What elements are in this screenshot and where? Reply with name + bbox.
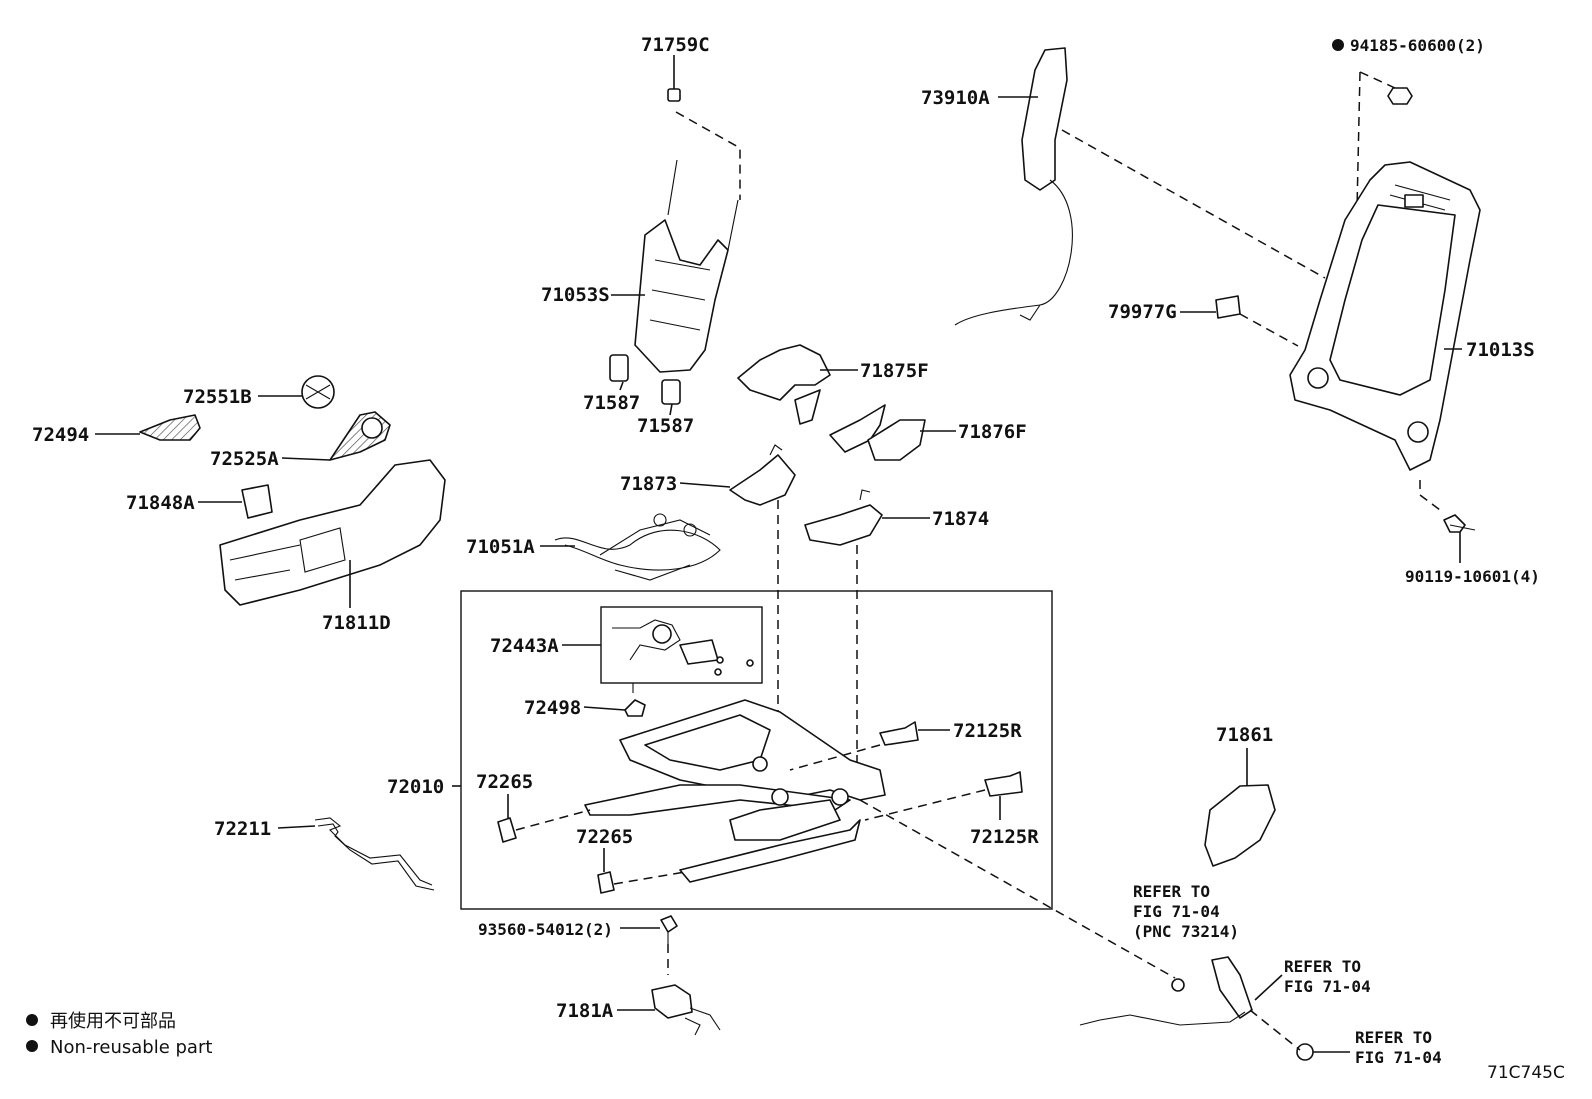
label-72265-lower: 72265 <box>576 826 633 848</box>
part-71051A-wire-frame <box>554 513 721 581</box>
part-71848A-clip <box>241 484 273 519</box>
label-71759C: 71759C <box>641 34 710 56</box>
label-71053S: 71053S <box>541 284 610 306</box>
label-72525A: 72525A <box>210 448 279 470</box>
legend-non-reusable-jp: 再使用不可部品 <box>50 1011 176 1032</box>
part-71759C-clip <box>667 88 681 102</box>
label-72125R-upper: 72125R <box>953 720 1022 742</box>
legend-non-reusable-en: Non-reusable part <box>50 1037 212 1058</box>
part-72265-cover-upper <box>497 817 517 843</box>
part-72010-adjuster-frame <box>584 699 886 883</box>
part-94185-nut <box>1387 87 1413 105</box>
part-71876F-bracket <box>829 404 926 461</box>
part-72211-rod <box>314 817 435 891</box>
part-71861-cover <box>1204 784 1276 867</box>
label-71873: 71873 <box>620 473 677 495</box>
part-72125R-cover-upper <box>879 721 919 746</box>
label-72125R-lower: 72125R <box>970 826 1039 848</box>
label-7181A: 7181A <box>556 1000 614 1022</box>
refer-3-line1: REFER TO <box>1355 1028 1432 1047</box>
label-72551B: 72551B <box>183 386 252 408</box>
label-71848A: 71848A <box>126 492 195 514</box>
label-90119-10601: 90119-10601(4) <box>1405 567 1540 586</box>
part-72551B-cap <box>301 375 335 409</box>
part-79977G-label <box>1215 295 1241 319</box>
label-72265-upper: 72265 <box>476 771 533 793</box>
label-72494: 72494 <box>32 424 89 446</box>
part-72525A-lever <box>329 411 391 461</box>
part-72125R-cover-lower <box>984 771 1023 797</box>
part-72498-cover <box>624 699 646 717</box>
part-73910A-airbag <box>954 47 1073 326</box>
label-71587-a: 71587 <box>583 392 640 414</box>
part-71873-bracket <box>729 444 796 506</box>
part-72494-knob <box>139 414 201 441</box>
label-72010: 72010 <box>387 776 444 798</box>
refer-1-line2: FIG 71-04 <box>1133 902 1220 921</box>
part-7181A-switch <box>651 984 721 1036</box>
label-93560-54012: 93560-54012(2) <box>478 920 613 939</box>
legend-bullet-icon-2 <box>26 1040 38 1052</box>
label-71811D: 71811D <box>322 612 391 634</box>
part-72443A-motor <box>612 619 754 676</box>
part-71875F-bracket <box>737 344 831 425</box>
label-72211: 72211 <box>214 818 271 840</box>
label-71013S: 71013S <box>1466 339 1535 361</box>
part-seat-belt-buckle <box>1079 956 1314 1061</box>
label-73910A: 73910A <box>921 87 990 109</box>
part-71053S-plate <box>609 159 739 405</box>
refer-1-line3: (PNC 73214) <box>1133 922 1239 941</box>
part-72265-cover-lower <box>597 871 615 894</box>
label-79977G: 79977G <box>1108 301 1177 323</box>
refer-2-line2: FIG 71-04 <box>1284 977 1371 996</box>
refer-1-line1: REFER TO <box>1133 882 1210 901</box>
refer-2-line1: REFER TO <box>1284 957 1361 976</box>
assembly-box-72010 <box>460 590 1053 910</box>
part-90119-bolt <box>1443 514 1476 533</box>
label-71874: 71874 <box>932 508 989 530</box>
legend-bullet-icon-1 <box>26 1014 38 1026</box>
part-71013S-frame <box>1289 161 1481 471</box>
part-71874-bracket <box>804 489 883 546</box>
label-71051A: 71051A <box>466 536 535 558</box>
refer-3-line2: FIG 71-04 <box>1355 1048 1442 1067</box>
label-71861: 71861 <box>1216 724 1273 746</box>
label-71876F: 71876F <box>958 421 1027 443</box>
part-71811D-shield <box>219 459 446 606</box>
label-72498: 72498 <box>524 697 581 719</box>
label-71587-b: 71587 <box>637 415 694 437</box>
label-94185-60600: 94185-60600(2) <box>1350 36 1485 55</box>
label-72443A: 72443A <box>490 635 559 657</box>
non-reusable-bullet-icon <box>1332 39 1344 51</box>
label-71875F: 71875F <box>860 360 929 382</box>
part-93560-screw <box>660 915 678 944</box>
diagram-code: 71C745C <box>1487 1063 1565 1083</box>
